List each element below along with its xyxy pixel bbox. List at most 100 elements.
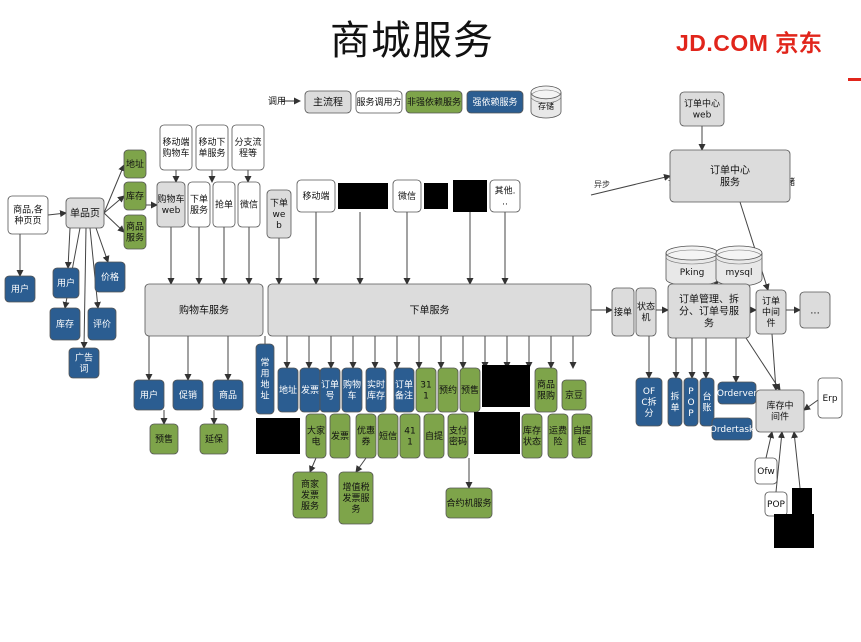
- node-pop: POP: [764, 491, 788, 517]
- node-user-b-left: 用户: [52, 267, 80, 299]
- node-label: 分: [644, 408, 653, 419]
- node-label: 件: [766, 317, 775, 329]
- node-label: 商品,各: [13, 204, 43, 216]
- node-label: O: [687, 398, 694, 408]
- redaction-layer: [256, 180, 814, 548]
- node-product-page: 单品页: [65, 197, 105, 229]
- node-legend-soft: 非强依赖服务: [405, 90, 463, 114]
- node-presale-a: 预售: [149, 423, 179, 455]
- redaction-block: [453, 180, 487, 212]
- node-label: 库存: [523, 425, 541, 437]
- node-label: 预售: [461, 384, 479, 396]
- legend: 调用: [268, 96, 301, 107]
- node-user-b: 用户: [133, 379, 165, 411]
- node-label: 间件: [771, 411, 789, 423]
- node-label: b: [276, 221, 282, 231]
- redaction-block: [338, 183, 388, 209]
- node-g-self-pickup: 自提: [423, 413, 445, 459]
- node-label: 发票服: [342, 492, 369, 504]
- connector-arrow: [739, 201, 770, 291]
- node-label: 移动端: [162, 136, 189, 148]
- node-label: 库存中: [766, 400, 793, 412]
- storage-mysql: mysql: [715, 245, 763, 287]
- node-label: 主流程: [313, 96, 343, 109]
- page-title: 商城服务: [330, 18, 494, 64]
- storage-label: Pking: [680, 268, 705, 278]
- node-label: 下单: [270, 197, 288, 209]
- node-g-freight: 运费险: [547, 413, 569, 459]
- node-label: P: [688, 409, 694, 419]
- node-ofw: Ofw: [754, 457, 778, 485]
- node-b-pop: POP: [683, 377, 699, 427]
- node-b-sync: 台账: [699, 377, 715, 427]
- node-label: we: [273, 210, 286, 220]
- node-label: 地址: [126, 158, 144, 170]
- node-erp: Erp: [817, 377, 843, 419]
- node-others: 其他...: [489, 179, 521, 213]
- node-label: 接单: [614, 306, 632, 318]
- node-label: 短信: [379, 430, 397, 442]
- node-legend-caller: 服务调用方: [355, 90, 403, 114]
- node-contract-service: 合约机服务: [445, 487, 493, 519]
- node-label: 订单中心: [710, 164, 750, 177]
- node-label: 限购: [537, 390, 555, 402]
- node-label: 发票: [301, 384, 319, 396]
- node-label: 其他.: [495, 185, 516, 197]
- node-label: 评价: [93, 319, 111, 330]
- node-orderver: Orderver: [717, 381, 757, 405]
- node-label: 柜: [577, 436, 586, 448]
- node-label: POP: [767, 500, 786, 510]
- node-label: 价格: [101, 271, 119, 283]
- node-g-jd-bean: 京豆: [561, 379, 587, 411]
- storage-label: mysql: [726, 268, 753, 278]
- node-label: 状态: [523, 436, 541, 448]
- node-g-presale: 预售: [459, 367, 481, 413]
- node-layer: 调用主流程服务调用方非强依赖服务强依赖服务商品,各种页页单品页地址库存商品服务购…: [4, 90, 843, 525]
- node-label: 服务调用方: [356, 96, 401, 108]
- node-label: 延保: [205, 433, 223, 445]
- connector-arrow: [47, 210, 67, 218]
- node-label: 订单中心: [684, 98, 720, 110]
- node-label: 预约: [439, 384, 457, 396]
- node-label: P: [688, 387, 694, 397]
- node-label: 单品页: [70, 208, 100, 220]
- node-promo: 促销: [172, 379, 204, 411]
- connector-arrow: [745, 337, 781, 391]
- node-label: 分支流: [234, 136, 261, 148]
- connector-arrow: [95, 227, 110, 263]
- node-b-split: 拆单: [667, 377, 683, 427]
- node-label: 电: [311, 436, 320, 448]
- redaction-block: [774, 514, 814, 548]
- storage-label: 存储: [538, 101, 554, 111]
- node-user-a: 用户: [4, 275, 36, 303]
- node-label: 合约机服务: [446, 497, 491, 509]
- node-label: 增值税: [342, 481, 369, 493]
- node-label: 实时: [367, 379, 385, 391]
- node-label: 单: [670, 402, 679, 414]
- node-label: 微信: [240, 199, 258, 211]
- node-label: Orderver: [717, 389, 757, 399]
- redaction-block: [474, 412, 520, 454]
- node-label: 券: [361, 436, 370, 448]
- node-label: 密码: [449, 436, 467, 448]
- node-label: 商品: [126, 221, 144, 233]
- redaction-block: [792, 488, 812, 514]
- connector-arrow: [89, 227, 101, 309]
- node-label: 订单管理、拆: [679, 293, 739, 306]
- node-address: 地址: [123, 149, 147, 179]
- node-label: 库存: [126, 190, 144, 202]
- node-stock-left: 库存: [123, 181, 147, 211]
- node-cart-service: 购物车服务: [144, 283, 264, 337]
